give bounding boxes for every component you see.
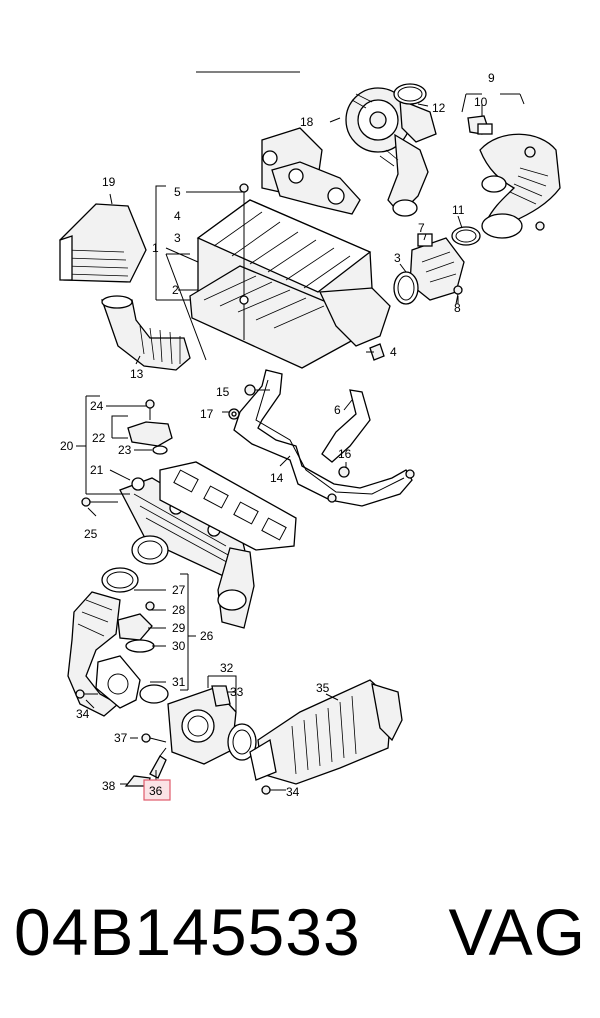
callout-37: 37 [114,731,128,745]
callout-14: 14 [270,471,284,485]
callout-9: 9 [488,71,495,85]
callout-33: 33 [230,685,244,699]
screw-16 [338,466,350,478]
callout-7: 7 [418,221,425,235]
callout-30: 30 [172,639,186,653]
clamp-12 [393,83,427,105]
highlighted-callout-36: 36 [143,779,171,801]
air-filter-housing [189,183,391,369]
clip-17 [228,408,240,420]
leader-lines [76,71,525,791]
brand-name: VAG [448,895,586,969]
air-duct-9 [479,133,561,239]
callout-4: 4 [174,209,181,223]
screw-34b [261,785,282,795]
callout-32: 32 [220,661,234,675]
sensor-36 [149,747,167,779]
gasket-33 [227,723,257,761]
callout-16: 16 [338,447,352,461]
screw-15 [244,384,270,396]
part-number: 04B145533 [14,895,361,969]
callout-3b: 3 [394,251,401,265]
sensor-10 [467,115,493,135]
flange-31 [95,655,169,709]
connector-7 [409,233,465,301]
callout-29: 29 [172,621,186,635]
callout-5: 5 [174,185,181,199]
intercooler-35 [249,679,403,785]
callout-28: 28 [172,603,186,617]
clamp-26a [101,567,139,593]
hose-26 [67,591,121,717]
callout-36: 36 [149,784,163,798]
callout-11: 11 [452,203,465,217]
callout-27: 27 [172,583,186,597]
valve-29 [117,601,155,641]
pipe-14 [233,369,415,507]
turbocharger [261,87,437,217]
callout-17: 17 [200,407,214,421]
callout-4b: 4 [390,345,397,359]
callout-6: 6 [334,403,341,417]
callout-15: 15 [216,385,230,399]
callout-12: 12 [432,101,446,115]
sensor-22 [127,399,173,447]
callout-10: 10 [474,95,488,109]
hose-6 [321,389,371,463]
callout-23: 23 [118,443,132,457]
gasket-30 [125,639,155,653]
actuator [217,547,255,629]
throttle-body-32 [167,685,237,765]
callout-1: 1 [152,241,159,255]
intake-manifold-21 [119,477,249,581]
callout-31: 31 [172,675,186,689]
callout-34b: 34 [286,785,300,799]
screw-34a [75,689,98,699]
manifold-gasket [159,461,297,551]
callout-25: 25 [84,527,98,541]
callout-34: 34 [76,707,90,721]
clamp-11 [451,226,481,246]
screw-25 [81,497,118,507]
callout-labels: 1 2 3 4 5 6 7 8 9 10 11 12 13 14 15 16 1… [60,71,495,799]
callout-3: 3 [174,231,181,245]
callout-22: 22 [92,431,106,445]
footer: 04B145533 VAG [0,893,600,973]
callout-24: 24 [90,399,104,413]
bracket-4 [369,343,385,361]
intake-hose-13 [101,295,191,371]
callout-19: 19 [102,175,116,189]
o-ring-23 [152,445,168,455]
callout-38: 38 [102,779,116,793]
intake-hood-19 [59,203,147,283]
callout-26: 26 [200,629,214,643]
callout-2: 2 [172,283,179,297]
callout-21: 21 [90,463,104,477]
screw-8 [453,285,463,305]
callout-8: 8 [454,301,461,315]
callout-20: 20 [60,439,74,453]
screw-37 [141,733,167,743]
sleeve-3 [393,271,419,305]
callout-18: 18 [300,115,314,129]
callout-13: 13 [130,367,144,381]
callout-35: 35 [316,681,330,695]
